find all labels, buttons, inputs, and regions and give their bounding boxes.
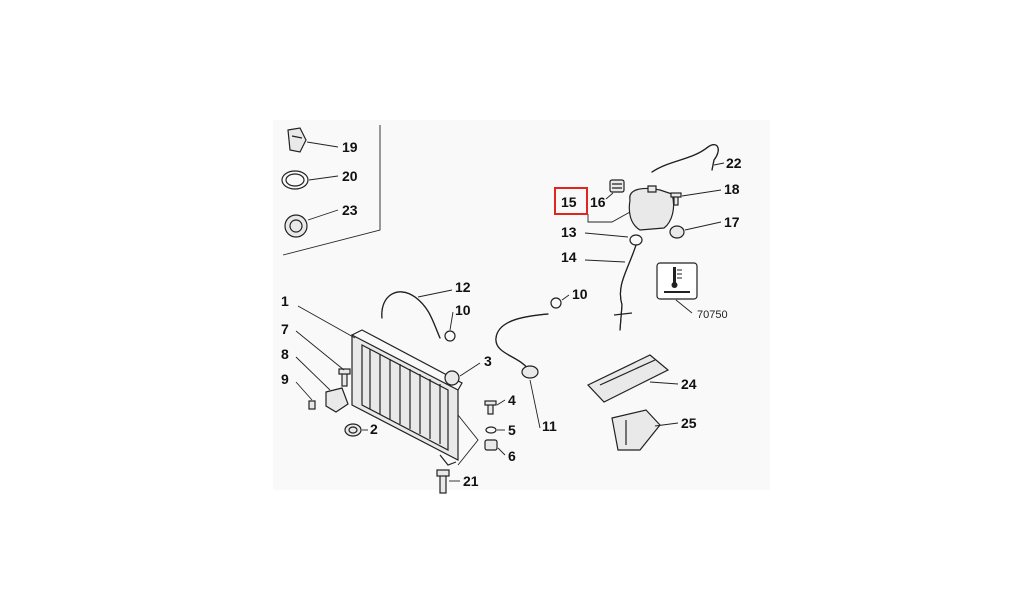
leader-10a — [449, 311, 454, 331]
leader-4 — [496, 399, 506, 406]
highlight-box — [554, 187, 588, 215]
leader-1 — [297, 305, 356, 339]
leader-14 — [584, 259, 626, 263]
callout-7[interactable]: 7 — [281, 321, 289, 337]
leader-6 — [497, 447, 506, 456]
callout-23[interactable]: 23 — [342, 202, 358, 218]
leader-24 — [649, 381, 679, 385]
part-2-grommet[interactable] — [344, 423, 362, 437]
part-18-bolt[interactable] — [670, 192, 682, 206]
leader-17 — [684, 221, 722, 231]
part-9-screw[interactable] — [308, 400, 316, 410]
callout-1[interactable]: 1 — [281, 293, 289, 309]
part-11-hose[interactable] — [495, 313, 549, 379]
leader-25 — [654, 422, 679, 427]
callout-10b[interactable]: 10 — [572, 286, 588, 302]
callout-2[interactable]: 2 — [370, 421, 378, 437]
callout-17[interactable]: 17 — [724, 214, 740, 230]
bracket-4-5-6 — [457, 414, 479, 466]
callout-15[interactable]: 15 — [561, 194, 577, 210]
part-5-washer[interactable] — [485, 426, 497, 434]
callout-20[interactable]: 20 — [342, 168, 358, 184]
part-16-cap[interactable] — [609, 179, 625, 193]
coolant-temperature-icon — [656, 262, 698, 300]
part-8-mount-bracket[interactable] — [325, 387, 349, 413]
leader-10b — [561, 294, 570, 301]
callout-21[interactable]: 21 — [463, 473, 479, 489]
leader-8 — [295, 356, 331, 391]
leader-reference — [675, 299, 693, 314]
part-13-clamp[interactable] — [629, 234, 643, 246]
callout-9[interactable]: 9 — [281, 371, 289, 387]
part-22-hose[interactable] — [651, 144, 719, 173]
callout-25[interactable]: 25 — [681, 415, 697, 431]
leader-11 — [529, 379, 541, 429]
callout-16[interactable]: 16 — [590, 194, 606, 210]
inset-box-border — [282, 125, 381, 256]
leader-15 — [587, 211, 631, 223]
callout-11[interactable]: 11 — [542, 418, 557, 434]
leader-19 — [306, 141, 339, 148]
part-10-clamp-a[interactable] — [444, 330, 456, 342]
part-10-clamp-b[interactable] — [550, 297, 562, 309]
part-3-rubber-mount[interactable] — [444, 370, 460, 386]
part-20-clamp[interactable] — [281, 170, 309, 190]
part-6-bush[interactable] — [484, 439, 498, 451]
part-25-bracket[interactable] — [611, 409, 661, 451]
leader-18 — [681, 189, 722, 197]
leader-20 — [308, 175, 339, 181]
callout-19[interactable]: 19 — [342, 139, 358, 155]
part-24-bracket[interactable] — [587, 354, 670, 403]
part-15-expansion-tank[interactable] — [628, 185, 675, 231]
part-12-hose[interactable] — [381, 291, 441, 339]
leader-16 — [605, 192, 614, 200]
leader-9 — [295, 381, 313, 401]
part-4-screw[interactable] — [484, 400, 497, 415]
callout-8[interactable]: 8 — [281, 346, 289, 362]
part-23-hose-clip[interactable] — [284, 214, 308, 238]
leader-23 — [307, 209, 339, 221]
callout-5[interactable]: 5 — [508, 422, 516, 438]
callout-13[interactable]: 13 — [561, 224, 577, 240]
callout-24[interactable]: 24 — [681, 376, 697, 392]
part-21-bolt[interactable] — [436, 469, 450, 494]
callout-10a[interactable]: 10 — [455, 302, 471, 318]
part-19-bracket[interactable] — [287, 127, 307, 153]
callout-12[interactable]: 12 — [455, 279, 471, 295]
callout-14[interactable]: 14 — [561, 249, 577, 265]
leader-3 — [459, 362, 481, 377]
callout-6[interactable]: 6 — [508, 448, 516, 464]
part-1-radiator[interactable] — [351, 329, 463, 466]
leader-12 — [417, 289, 453, 298]
part-17-grommet[interactable] — [669, 225, 685, 239]
callout-18[interactable]: 18 — [724, 181, 740, 197]
leader-22 — [713, 162, 725, 166]
reference-code: 70750 — [697, 309, 728, 321]
part-7-bolt[interactable] — [338, 368, 351, 387]
leader-7 — [295, 330, 345, 371]
callout-3[interactable]: 3 — [484, 353, 492, 369]
callout-22[interactable]: 22 — [726, 155, 742, 171]
leader-13 — [584, 232, 629, 238]
callout-4[interactable]: 4 — [508, 392, 516, 408]
part-14-hose[interactable] — [613, 244, 637, 331]
